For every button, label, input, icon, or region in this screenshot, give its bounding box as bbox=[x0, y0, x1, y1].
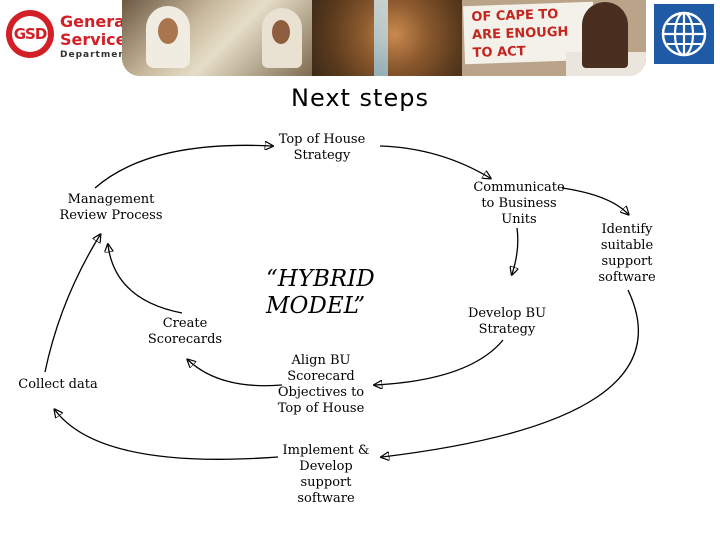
node-align-line-3: Objectives to bbox=[277, 385, 365, 400]
node-align-line-1: Align BU bbox=[291, 353, 351, 368]
protest-sign-line-3: TO ACT bbox=[472, 44, 526, 61]
node-collect-data: Collect data bbox=[16, 377, 100, 393]
protest-sign-line-2: ARE ENOUGH bbox=[471, 24, 569, 43]
photo-hands-water bbox=[312, 0, 462, 76]
protest-sign-line-1: OF CAPE TO bbox=[471, 6, 559, 25]
world-bank-logo bbox=[654, 4, 714, 64]
photo-students bbox=[122, 0, 312, 76]
node-top-of-house-strategy: Top of House Strategy bbox=[272, 132, 372, 164]
node-develop-line-1: Develop BU bbox=[467, 306, 547, 321]
node-top-of-house-line-2: Strategy bbox=[293, 148, 351, 163]
node-communicate-line-3: Units bbox=[501, 212, 537, 227]
arrow-management-to-top bbox=[94, 145, 272, 189]
node-management-line-2: Review Process bbox=[59, 208, 163, 223]
page-title: Next steps bbox=[291, 84, 429, 112]
node-top-of-house-line-1: Top of House bbox=[278, 132, 366, 147]
node-communicate-line-1: Communicate bbox=[473, 180, 565, 195]
node-align-line-2: Scorecard bbox=[287, 369, 355, 384]
person-figure bbox=[582, 2, 628, 68]
node-management-review-process: Management Review Process bbox=[52, 192, 170, 224]
node-identify-line-3: support bbox=[601, 254, 653, 269]
world-bank-globe-icon bbox=[661, 11, 707, 57]
arrow-communicate-to-develop bbox=[512, 227, 518, 274]
gsd-monogram-circle: GSD bbox=[6, 10, 54, 58]
arrow-top-to-communicate bbox=[379, 145, 490, 178]
gsd-logo: GSD General Services Department bbox=[6, 4, 136, 64]
arrow-develop-to-align bbox=[375, 339, 504, 385]
node-align-bu-scorecard: Align BU Scorecard Objectives to Top of … bbox=[264, 353, 378, 417]
node-communicate-line-2: to Business bbox=[481, 196, 557, 211]
gsd-monogram: GSD bbox=[12, 16, 48, 52]
node-create-line-1: Create bbox=[162, 316, 208, 331]
node-identify-line-2: suitable bbox=[600, 238, 654, 253]
node-implement-line-3: support bbox=[300, 475, 352, 490]
hybrid-model-line-1: “HYBRID bbox=[266, 266, 375, 292]
node-identify-line-1: Identify bbox=[601, 222, 653, 237]
hybrid-model-label: “HYBRID MODEL” bbox=[266, 266, 406, 320]
node-identify-suitable-software: Identify suitable support software bbox=[590, 222, 664, 286]
node-communicate-to-business-units: Communicate to Business Units bbox=[464, 180, 574, 228]
gsd-logo-line-3: Department bbox=[60, 50, 132, 60]
node-implement-line-4: software bbox=[297, 491, 355, 506]
node-implement-line-1: Implement & bbox=[282, 443, 370, 458]
arrow-create-to-management bbox=[108, 245, 183, 314]
node-develop-line-2: Strategy bbox=[478, 322, 536, 337]
node-collect-line-1: Collect data bbox=[18, 377, 98, 392]
node-develop-bu-strategy: Develop BU Strategy bbox=[452, 306, 562, 338]
node-management-line-1: Management bbox=[67, 192, 155, 207]
photo-protest: OF CAPE TO ARE ENOUGH TO ACT bbox=[462, 0, 646, 76]
node-align-line-4: Top of House bbox=[277, 401, 365, 416]
node-implement-develop-software: Implement & Develop support software bbox=[276, 443, 376, 507]
node-create-line-2: Scorecards bbox=[147, 332, 223, 347]
arrow-implement-to-collect bbox=[55, 410, 279, 460]
node-create-scorecards: Create Scorecards bbox=[140, 316, 230, 348]
node-implement-line-2: Develop bbox=[299, 459, 353, 474]
arrow-collect-to-management bbox=[44, 235, 100, 373]
node-identify-line-4: software bbox=[598, 270, 656, 285]
header-banner: GSD General Services Department OF CAPE … bbox=[0, 0, 720, 80]
gsd-logo-line-1: General bbox=[60, 12, 131, 31]
photo-strip: OF CAPE TO ARE ENOUGH TO ACT bbox=[122, 0, 646, 76]
hybrid-model-line-2: MODEL” bbox=[266, 293, 366, 319]
gsd-logo-line-2: Services bbox=[60, 30, 137, 49]
